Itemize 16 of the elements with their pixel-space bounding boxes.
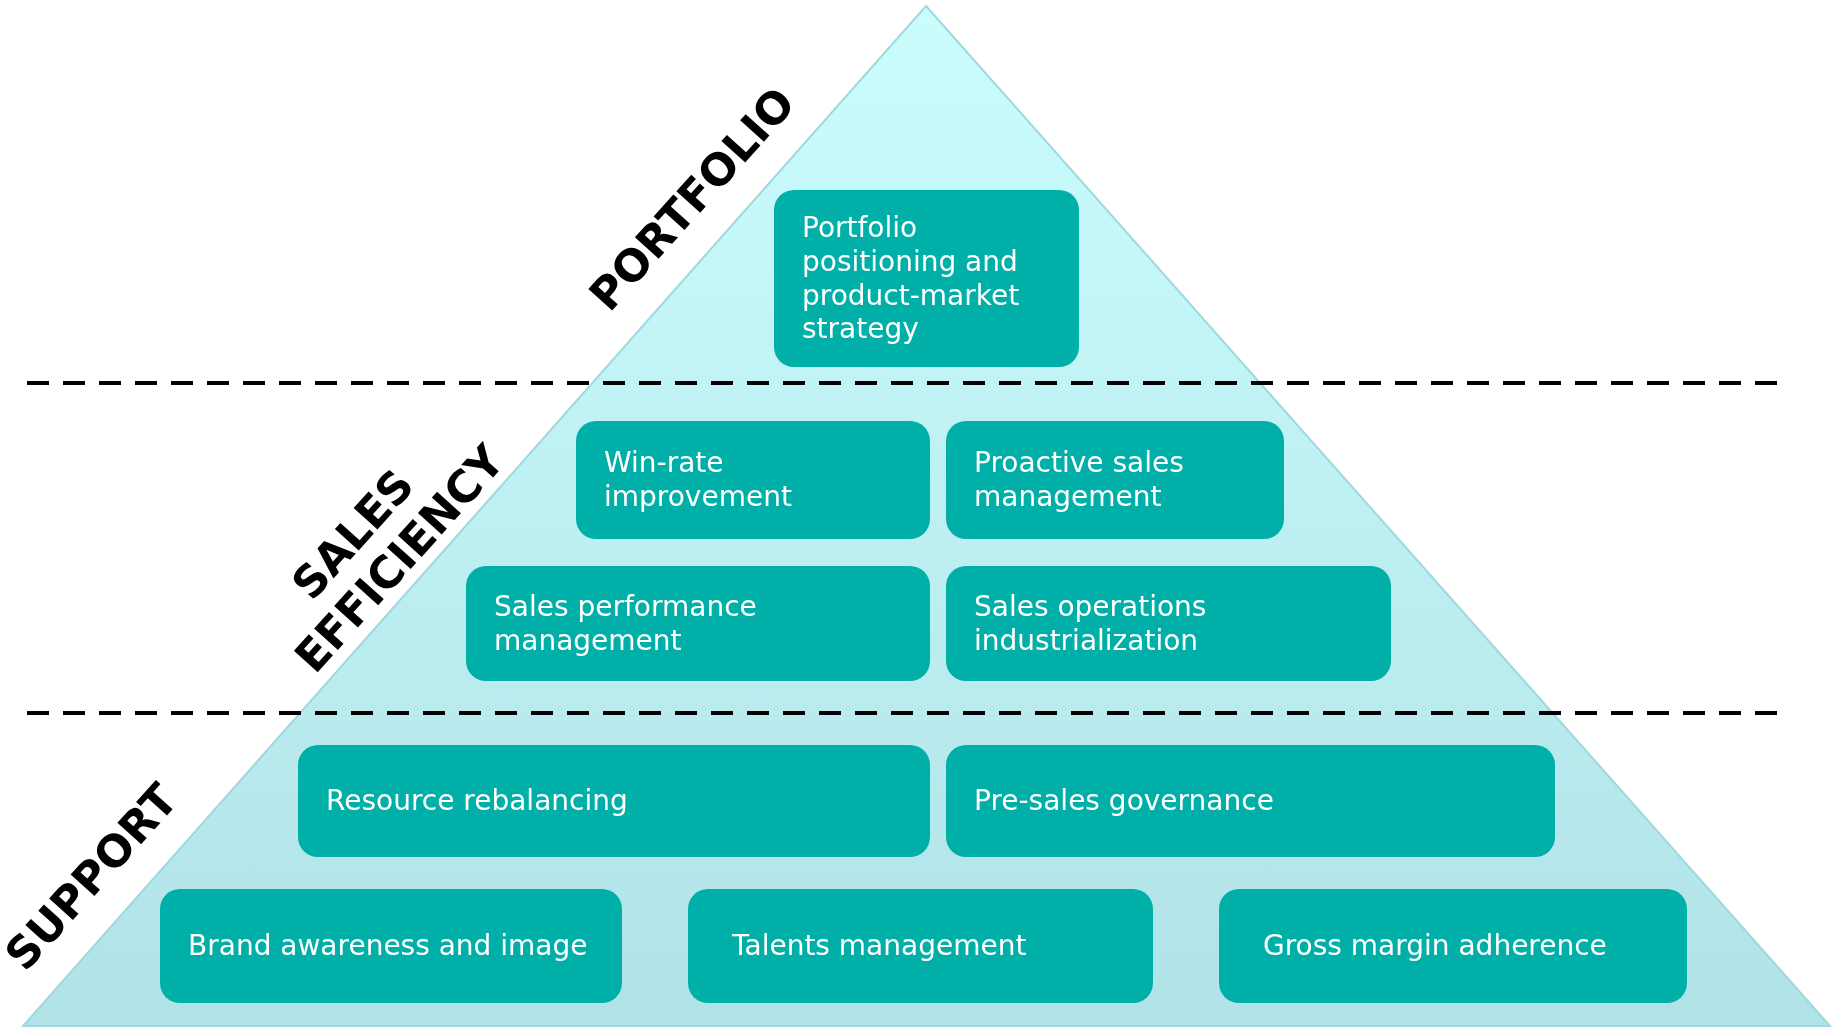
box-text: Win-rate improvement <box>604 446 793 514</box>
box-text: Gross margin adherence <box>1263 929 1607 963</box>
box-text: Proactive sales management <box>974 446 1185 514</box>
category-box <box>688 889 1153 1003</box>
box-text: Pre-sales governance <box>974 784 1274 818</box>
category-box <box>946 421 1284 539</box>
category-box <box>298 745 930 857</box>
category-box <box>576 421 930 539</box>
box-text: Sales operations industrialization <box>974 589 1208 658</box>
category-box <box>946 745 1555 857</box>
box-text: Talents management <box>732 929 1027 963</box>
box-text: Brand awareness and image <box>188 929 588 963</box>
box-text: Resource rebalancing <box>326 784 628 818</box>
category-box <box>1219 889 1687 1003</box>
category-box <box>946 566 1391 681</box>
box-text: Portfolio positioning and product-market strategy <box>802 211 1021 346</box>
